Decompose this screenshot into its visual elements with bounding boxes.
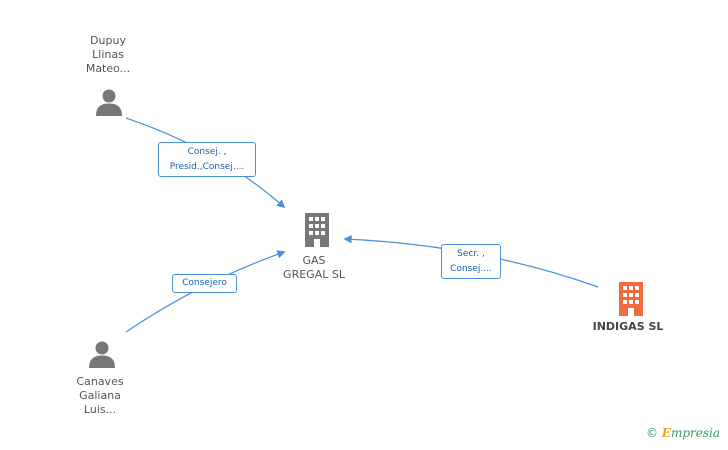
node-label-dupuy[interactable]: Dupuy Llinas Mateo... xyxy=(85,34,131,75)
edge-label-indigas-gas-gregal[interactable]: Secr. , Consej.... xyxy=(441,244,501,279)
brand-initial: E xyxy=(661,426,671,440)
node-label-gas-gregal[interactable]: GAS GREGAL SL xyxy=(283,254,345,281)
person-icon[interactable] xyxy=(94,87,124,117)
building-icon[interactable] xyxy=(301,212,333,248)
building-icon[interactable] xyxy=(615,281,647,317)
edge-label-canaves-gas-gregal[interactable]: Consejero xyxy=(172,274,237,293)
node-label-indigas[interactable]: INDIGAS SL xyxy=(592,320,664,333)
node-label-canaves[interactable]: Canaves Galiana Luis... xyxy=(76,375,124,416)
brand-name: mpresia xyxy=(670,426,720,440)
copyright-symbol: © xyxy=(645,426,658,440)
empresia-watermark: © Empresia xyxy=(646,426,720,440)
edge-label-dupuy-gas-gregal[interactable]: Consej. , Presid.,Consej.... xyxy=(158,142,256,177)
person-icon[interactable] xyxy=(87,339,117,369)
